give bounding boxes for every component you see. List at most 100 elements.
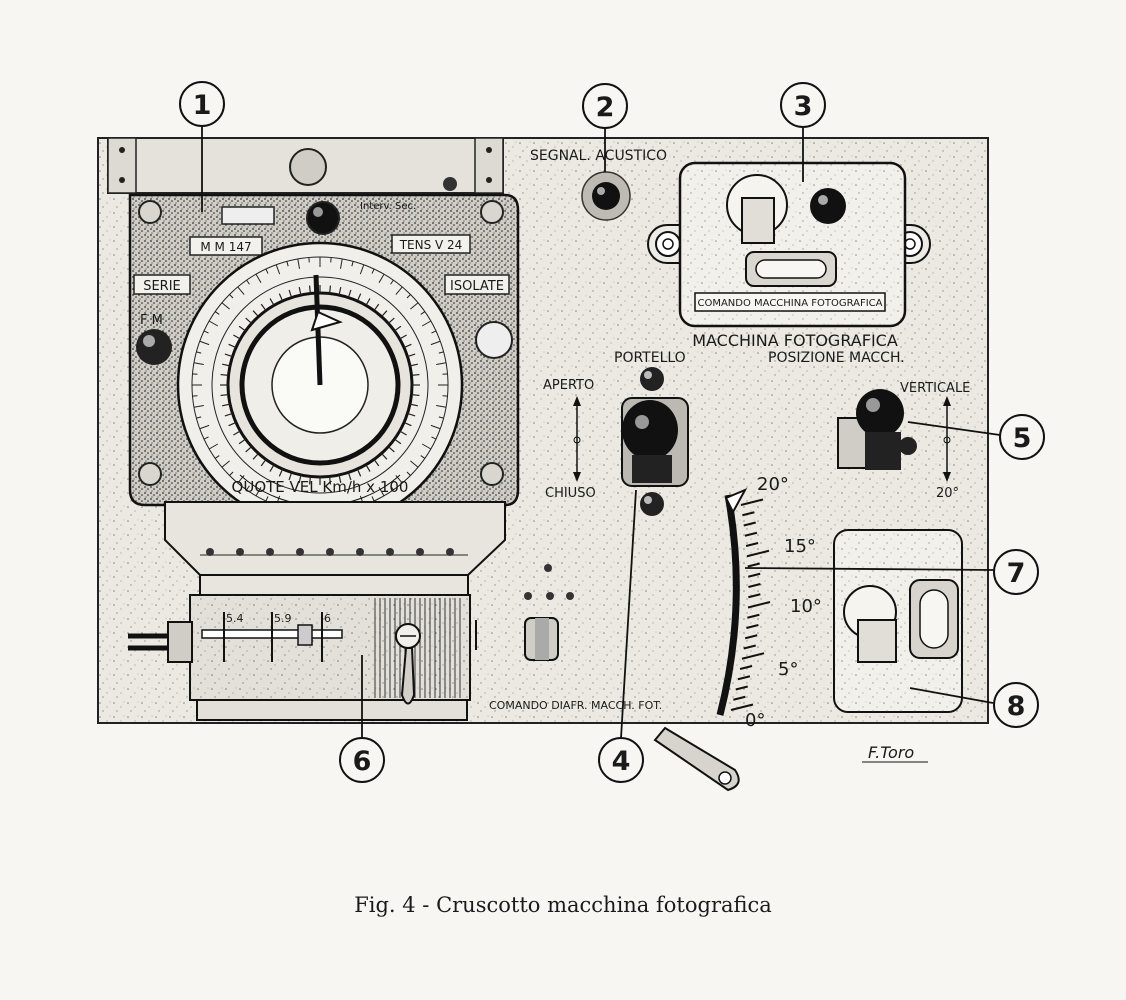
dial-inner-tick xyxy=(329,476,332,485)
slider-mark-3: 6 xyxy=(324,612,331,625)
dial-inner-tick xyxy=(233,430,241,436)
scale-tick xyxy=(737,675,751,681)
panel-rivet xyxy=(236,548,244,556)
dial-inner-tick xyxy=(411,373,420,376)
scale-tick xyxy=(735,685,748,691)
angle-20-label: 20° xyxy=(936,486,959,501)
speed-altitude-dial: QUOTE VEL Km/h x 100 xyxy=(176,241,464,529)
dial-tick xyxy=(221,302,230,310)
dial-tick xyxy=(371,268,375,274)
panel-rivet xyxy=(356,548,364,556)
dial-inner-tick xyxy=(394,438,402,445)
posizione-macch-label: POSIZIONE MACCH. xyxy=(768,350,905,366)
dial-inner-tick xyxy=(407,353,416,358)
dial-tick xyxy=(410,460,419,468)
dial-inner-tick xyxy=(228,343,237,349)
dial-inner-tick xyxy=(387,317,395,324)
instrument-mount xyxy=(164,501,506,576)
dial-tick xyxy=(208,320,219,327)
svg-text:7: 7 xyxy=(1007,558,1026,589)
scale-tick xyxy=(743,521,756,527)
panel-rivet xyxy=(566,592,574,600)
panel-rivet xyxy=(416,548,424,556)
dial-inner-tick xyxy=(222,403,231,407)
panel-rivet xyxy=(546,592,554,600)
callout-8: 8 xyxy=(993,682,1039,728)
dial-tick xyxy=(237,286,245,295)
dial-tick xyxy=(390,279,394,285)
dial-tick xyxy=(265,268,269,274)
dial-tick xyxy=(438,416,444,419)
dial-tick xyxy=(436,362,447,366)
dial-inner-tick xyxy=(245,446,253,453)
dial-tick xyxy=(339,258,343,269)
dial-tick xyxy=(421,443,432,450)
dial-tick xyxy=(406,294,411,299)
dial-inner-tick xyxy=(409,363,418,367)
mm-plate xyxy=(189,236,263,256)
dial-tick xyxy=(431,436,437,440)
dial-inner-tick xyxy=(381,452,388,460)
scale-tick xyxy=(748,593,761,599)
dial-tick xyxy=(431,330,437,334)
scale-tick xyxy=(740,498,764,506)
dial-tick xyxy=(436,404,447,408)
scale-tick xyxy=(730,703,754,711)
dial-tick xyxy=(395,286,403,295)
dial-tick xyxy=(208,443,219,450)
dial-tick xyxy=(246,279,250,285)
dial-tick xyxy=(221,460,230,468)
isolate-label: ISOLATE xyxy=(450,279,504,294)
lever-handle xyxy=(653,726,740,792)
dial-inner-tick xyxy=(224,353,233,358)
dial-tick xyxy=(229,294,234,299)
verticale-label: VERTICALE xyxy=(900,381,970,396)
scale-tick xyxy=(744,531,758,537)
dial-tick xyxy=(297,258,301,269)
dial-inner-tick xyxy=(220,394,229,397)
diaphragm-control-plate xyxy=(833,529,963,713)
scale-tick xyxy=(739,665,753,670)
camera-position-knob xyxy=(856,389,904,437)
comando-diafr-label: COMANDO DIAFR. MACCH. FOT. xyxy=(489,699,662,712)
dial-tick xyxy=(229,471,234,476)
scale-mark-10: 10° xyxy=(790,596,822,617)
dial-inner-tick xyxy=(252,310,259,318)
dial-tick xyxy=(395,475,403,484)
dial-inner-tick xyxy=(228,421,237,427)
leader-lines xyxy=(201,126,1001,739)
segnal-acustico-label: SEGNAL. ACUSTICO xyxy=(530,148,667,164)
comando-macchina-label: COMANDO MACCHINA FOTOGRAFICA xyxy=(697,298,882,309)
dial-inner-tick xyxy=(365,464,371,472)
dial-tick xyxy=(371,496,375,502)
dial-inner-tick xyxy=(288,472,293,481)
dial-inner-tick xyxy=(238,438,246,445)
panel-rivet xyxy=(326,548,334,556)
dial-tick xyxy=(255,486,262,497)
panel-rivet xyxy=(266,548,274,556)
dial-tick xyxy=(214,311,220,315)
panel-rivet xyxy=(524,592,532,600)
dial-inner-tick xyxy=(403,343,412,349)
panel-rivet xyxy=(544,564,552,572)
signature: F.Toro xyxy=(868,743,914,762)
dial-inner-tick xyxy=(260,303,267,311)
dial-inner-tick xyxy=(220,373,229,376)
top-knob xyxy=(289,148,327,186)
dial-tick xyxy=(265,496,269,502)
isolate-knob xyxy=(475,321,513,359)
dial-inner-tick xyxy=(394,325,402,332)
svg-text:8: 8 xyxy=(1007,691,1026,722)
dial-inner-tick xyxy=(373,459,380,467)
dial-inner-tick xyxy=(233,334,241,340)
dial-inner-tick xyxy=(245,317,253,324)
tens-plate xyxy=(391,234,471,254)
dial-tick xyxy=(203,436,209,440)
dial-inner-tick xyxy=(298,474,302,483)
svg-text:1: 1 xyxy=(193,90,212,121)
dial-inner-tick xyxy=(269,298,275,306)
dial-inner-tick xyxy=(329,285,332,294)
dial-inner-tick xyxy=(269,464,275,472)
dial-inner-tick xyxy=(365,298,371,306)
